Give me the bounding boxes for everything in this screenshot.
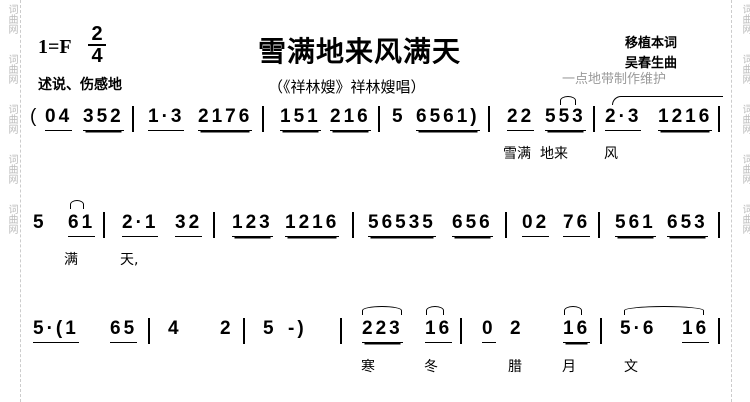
bar-line [213, 212, 215, 238]
note-group: 1216 [658, 106, 713, 131]
bar-line [600, 318, 602, 344]
lyric: 腊 [508, 359, 522, 375]
slur [612, 96, 723, 105]
side-watermark-left: 词曲网 词曲网 词曲网 词曲网 词曲网 [2, 0, 17, 234]
note-group: 22 [507, 106, 535, 131]
watermark-text: 词曲网 [6, 154, 17, 184]
note-group: 76 [563, 212, 591, 237]
bar-line [340, 318, 342, 344]
note-group: 16 [425, 318, 453, 343]
note-group: 5·6 [620, 318, 657, 339]
lyric: 风 [604, 146, 618, 162]
note-group: 04 [45, 106, 73, 131]
time-bottom: 4 [91, 45, 103, 67]
bar-line [243, 318, 245, 344]
bar-line [488, 106, 490, 132]
note-group: 5 [263, 318, 277, 339]
note-group: 352 [83, 106, 124, 131]
watermark-text: 词曲网 [740, 104, 750, 134]
bar-line [262, 106, 264, 132]
bar-line [378, 106, 380, 132]
note-group: -) [288, 318, 307, 339]
slur [564, 306, 582, 315]
song-title: 雪满地来风满天 [258, 35, 462, 68]
watermark-text: 词曲网 [6, 104, 17, 134]
watermark-text: 词曲网 [6, 54, 17, 84]
watermark-text: 词曲网 [740, 54, 750, 84]
bar-line [352, 212, 354, 238]
slur [426, 306, 444, 315]
bar-line [593, 106, 595, 132]
note-group: 1·3 [148, 106, 185, 131]
lyric: 寒 [361, 359, 375, 375]
time-signature: 2 4 [88, 24, 106, 66]
lyricist: 移植本词 [625, 36, 678, 51]
slur [362, 306, 402, 315]
bar-line [718, 106, 720, 132]
lyric: 文 [624, 359, 638, 375]
subtitle: （《祥林嫂》祥林嫂唱） [268, 78, 426, 96]
lyric: 月 [562, 359, 576, 375]
note-group: 123 [232, 212, 273, 237]
slur [70, 200, 84, 209]
bar-line [505, 212, 507, 238]
lyric: 冬 [424, 359, 438, 375]
note-group: 2 [220, 318, 234, 339]
note-group: 223 [362, 318, 403, 343]
tempo-marking: 述说、伤感地 [38, 77, 122, 93]
note-group: ( [30, 106, 40, 127]
note-group: 1216 [285, 212, 340, 237]
bar-line [132, 106, 134, 132]
note-group: 653 [667, 212, 708, 237]
watermark-text: 词曲网 [6, 204, 17, 234]
note-group: 16 [682, 318, 710, 343]
lyric: 地来 [540, 146, 568, 162]
note-group: 61 [68, 212, 96, 237]
composer: 吴春生曲 [625, 56, 678, 71]
note-group: 216 [330, 106, 371, 131]
note-group: 6561) [416, 106, 480, 131]
side-watermark-right: 词曲网 词曲网 词曲网 词曲网 词曲网 [736, 0, 750, 234]
slur [560, 96, 576, 105]
note-group: 4 [168, 318, 182, 339]
note-group: 02 [522, 212, 550, 237]
bar-line [148, 318, 150, 344]
lyric: 雪满 [503, 146, 531, 162]
note-group: 561 [615, 212, 656, 237]
key-signature: 1=F [38, 36, 72, 58]
note-group: 5 [392, 106, 406, 127]
note-group: 2·3 [605, 106, 642, 131]
time-top: 2 [88, 24, 106, 46]
note-group: 65 [110, 318, 138, 343]
note-group: 0 [482, 318, 496, 343]
note-group: 32 [175, 212, 203, 237]
lyric: 天, [120, 252, 139, 268]
divider-right [731, 0, 732, 402]
watermark-text: 词曲网 [740, 154, 750, 184]
bar-line [718, 212, 720, 238]
watermark-text: 词曲网 [740, 4, 750, 34]
note-group: 5·(1 [33, 318, 79, 343]
bar-line [598, 212, 600, 238]
bar-line [460, 318, 462, 344]
note-group: 553 [545, 106, 586, 131]
maker-watermark: 一点地带制作维护 [562, 72, 667, 87]
note-group: 2176 [198, 106, 253, 131]
divider-left [20, 0, 21, 402]
lyric: 满 [64, 252, 78, 268]
slur [624, 306, 704, 315]
note-group: 656 [452, 212, 493, 237]
note-group: 16 [563, 318, 591, 343]
note-group: 2 [510, 318, 524, 339]
note-group: 5 [33, 212, 47, 233]
note-group: 56535 [368, 212, 436, 237]
note-group: 151 [280, 106, 321, 131]
watermark-text: 词曲网 [740, 204, 750, 234]
watermark-text: 词曲网 [6, 4, 17, 34]
bar-line [103, 212, 105, 238]
bar-line [718, 318, 720, 344]
note-group: 2·1 [122, 212, 159, 237]
